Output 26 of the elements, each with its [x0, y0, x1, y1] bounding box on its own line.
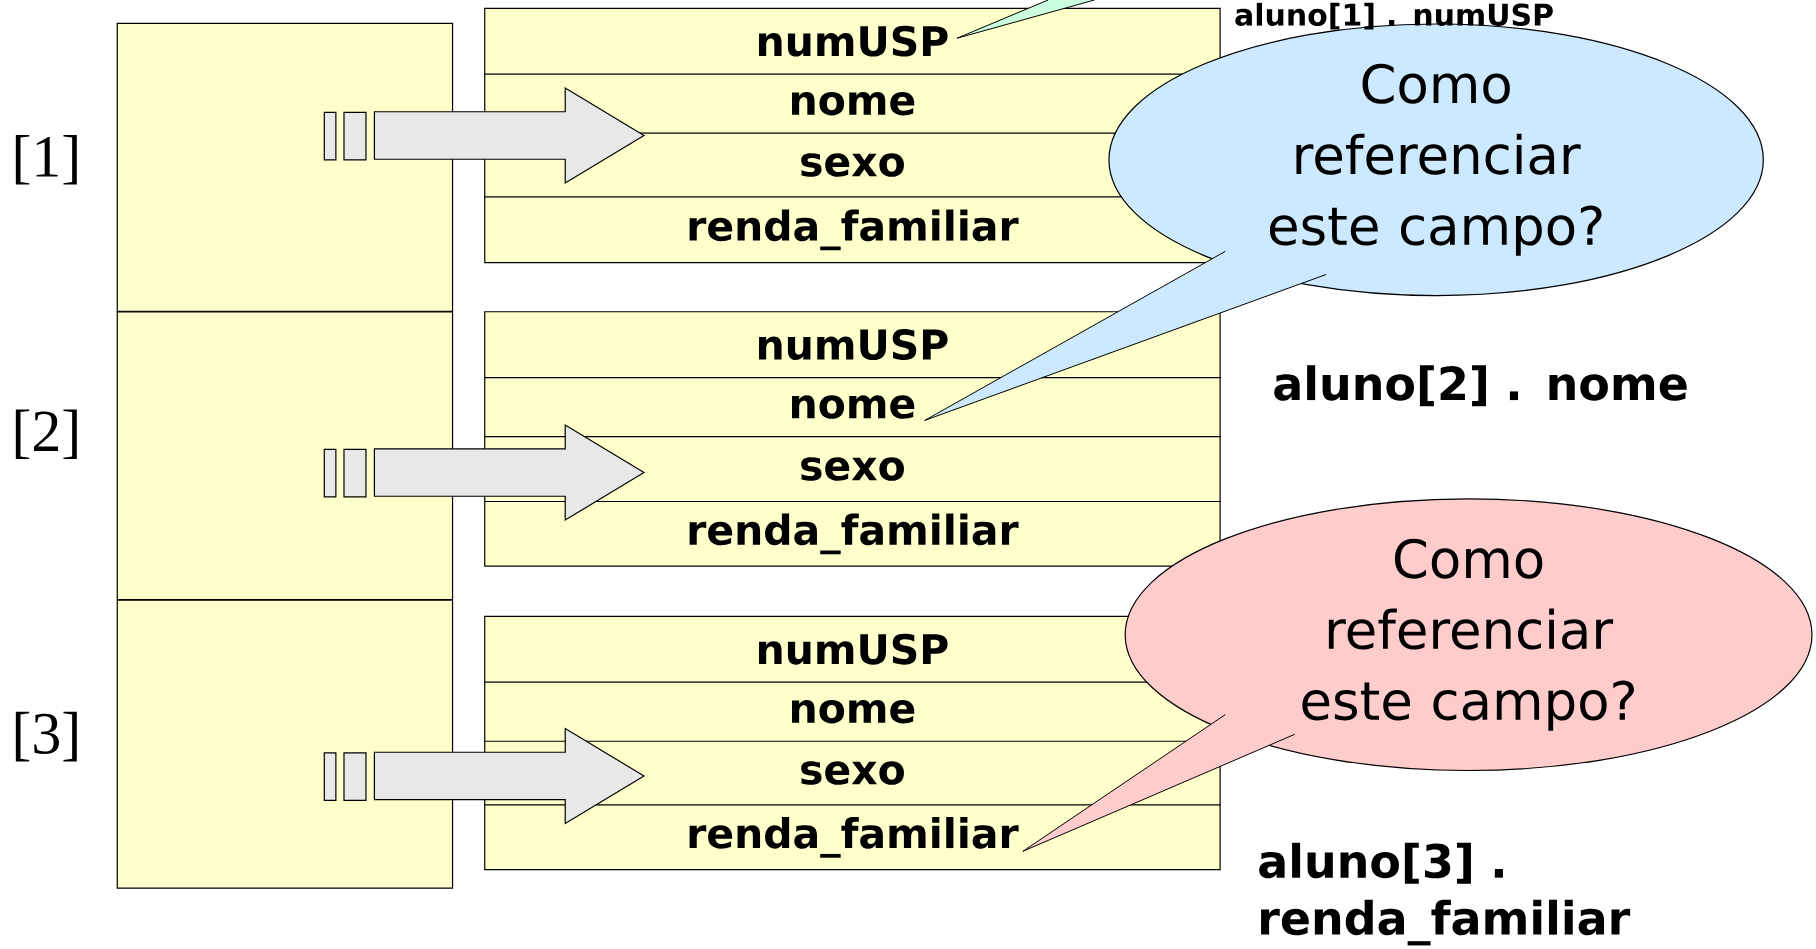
field-name: sexo [799, 135, 906, 195]
code-label: aluno[2] . nome [1274, 365, 1687, 407]
code-label: aluno[3] . renda_familiar [1259, 843, 1631, 946]
field-name: numUSP [755, 314, 950, 376]
callout-tail [956, 0, 1095, 39]
block-arrow [373, 727, 646, 825]
block-arrow [373, 87, 646, 185]
field-name: renda_familiar [682, 807, 1023, 868]
index-label: [3] [15, 712, 77, 762]
array-cell [116, 23, 454, 313]
array-cell [116, 311, 454, 601]
field-name: numUSP [755, 618, 950, 681]
callout-tail [924, 251, 1327, 422]
field-name: numUSP [748, 10, 957, 72]
array-cell [116, 599, 454, 889]
block-arrow [373, 424, 646, 522]
index-label: [2] [15, 409, 77, 460]
field-name: renda_familiar [686, 504, 1019, 565]
index-label: [1] [15, 135, 77, 185]
field-name: sexo [799, 743, 906, 803]
field-name: renda_familiar [686, 199, 1019, 261]
field-name: nome [780, 380, 925, 435]
callout-tail [1022, 714, 1296, 852]
field-name: sexo [799, 439, 906, 500]
field-name: nome [788, 684, 917, 740]
field-name: nome [788, 76, 917, 132]
